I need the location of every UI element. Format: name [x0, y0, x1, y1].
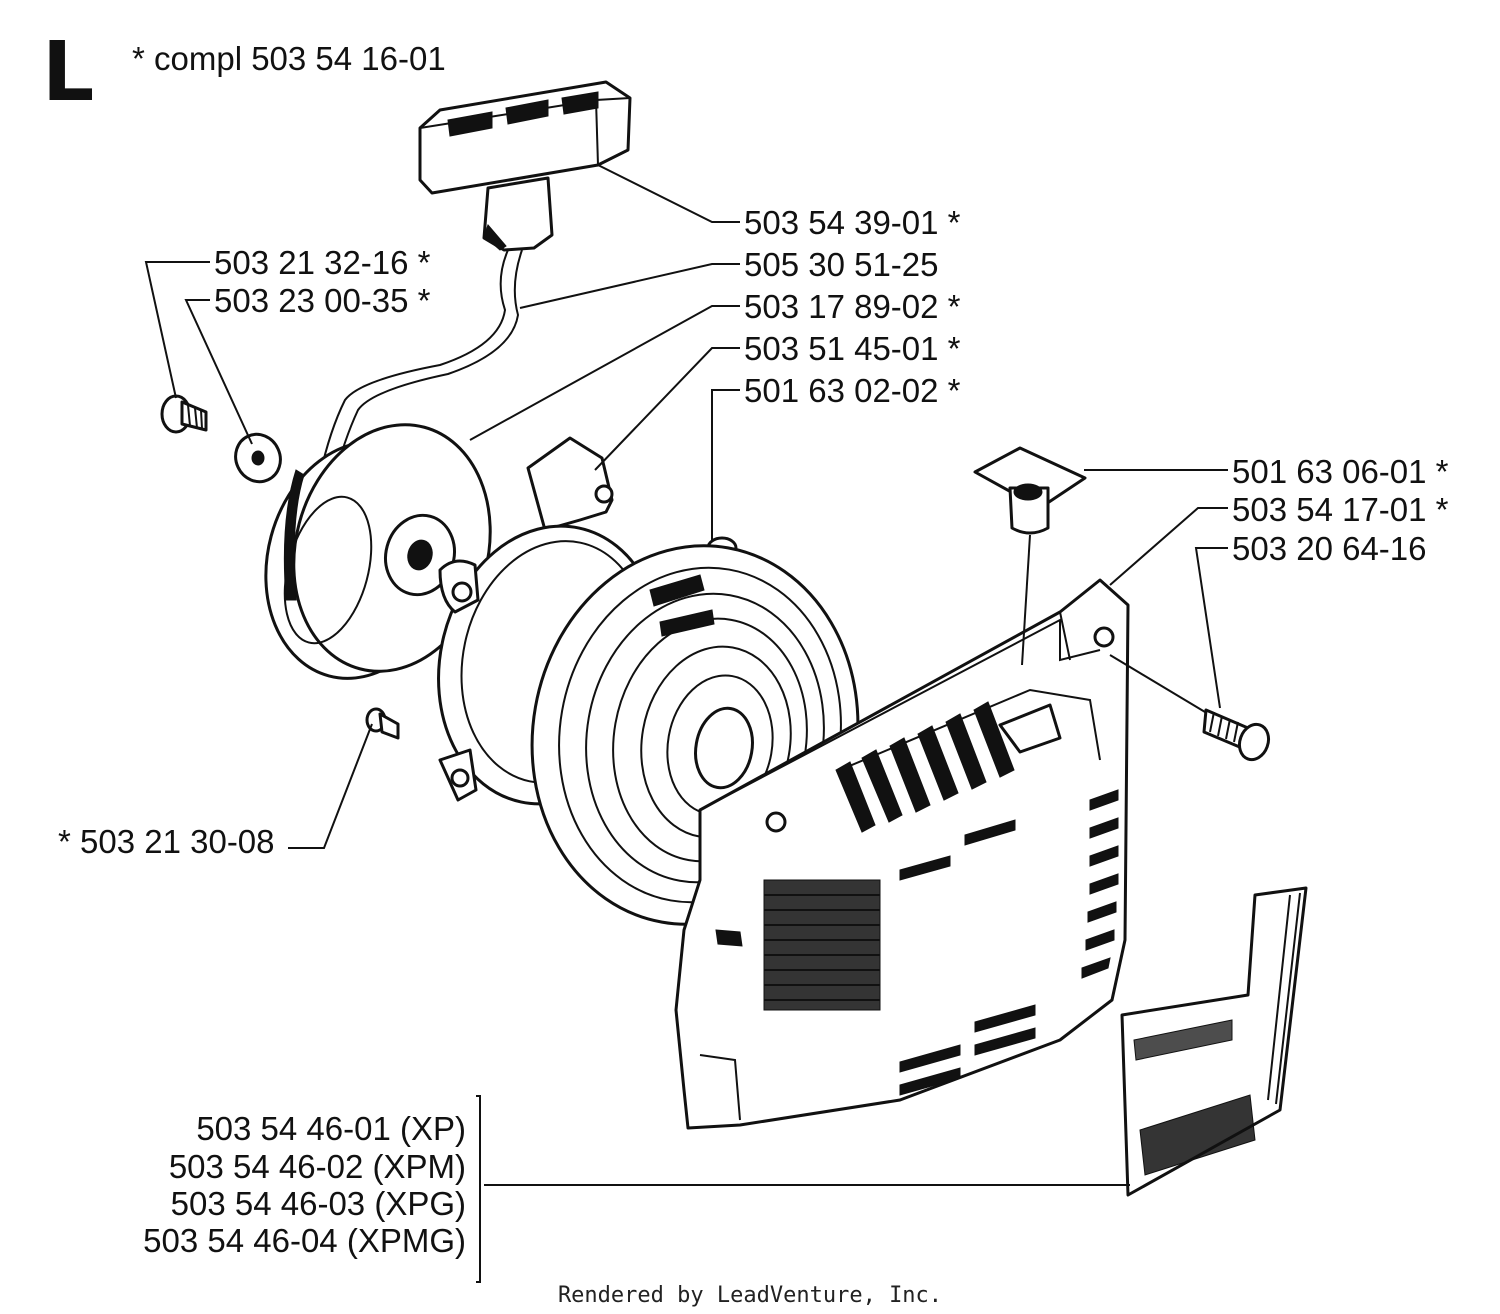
footer-credit: Rendered by LeadVenture, Inc.	[558, 1283, 942, 1308]
decal-option: 503 54 46-01 (XP)	[196, 1110, 466, 1147]
leader-starter-housing	[1109, 507, 1228, 586]
center-screw-drawing	[160, 394, 208, 434]
label-spring-cassette: 503 51 45-01 *	[744, 330, 961, 367]
decal-option: 503 54 46-02 (XPM)	[169, 1148, 466, 1185]
label-starter-housing: 503 54 17-01 *	[1232, 491, 1449, 528]
decal-option: 503 54 46-03 (XPG)	[171, 1185, 466, 1222]
label-start-handle: 503 54 39-01 *	[744, 204, 961, 241]
leader-center-screw	[144, 261, 210, 399]
complete-assembly-note: * compl 503 54 16-01	[132, 40, 446, 77]
leader-cassette-screw	[288, 723, 373, 849]
label-center-screw: 503 21 32-16 *	[214, 244, 431, 281]
rope-pulley-drawing	[264, 423, 492, 680]
decal-drawing	[1120, 886, 1308, 1197]
leader-recoil-spring	[711, 389, 740, 540]
label-rope-pulley: 503 17 89-02 *	[744, 288, 961, 325]
leader-start-handle	[597, 164, 740, 223]
label-rope-guide: 501 63 06-01 *	[1232, 453, 1449, 490]
start-handle-drawing	[418, 80, 632, 252]
label-washer: 503 23 00-35 *	[214, 282, 431, 319]
leader-housing-screw	[1194, 547, 1228, 709]
section-letter: L	[42, 25, 94, 120]
leader-starter-rope	[519, 263, 740, 309]
label-starter-rope: 505 30 51-25	[744, 246, 939, 283]
cassette-screw-drawing	[365, 707, 400, 740]
label-housing-screw: 503 20 64-16	[1232, 530, 1427, 567]
decal-option: 503 54 46-04 (XPMG)	[143, 1222, 466, 1259]
rope-guide-drawing	[973, 446, 1087, 535]
leader-rope-guide-down	[1021, 534, 1031, 666]
washer-drawing	[234, 432, 282, 484]
decal-bracket	[476, 1095, 481, 1283]
label-recoil-spring: 501 63 02-02 *	[744, 372, 961, 409]
leader-washer	[184, 299, 253, 445]
starter-rope-drawing	[319, 249, 509, 476]
starter-housing-drawing	[674, 578, 1130, 1130]
housing-screw-drawing	[1202, 708, 1271, 762]
leader-rope-pulley	[469, 305, 740, 441]
leader-spring-cassette	[594, 347, 740, 471]
leader-housing-screw-dash	[1109, 654, 1206, 713]
label-cassette-screw: * 503 21 30-08	[58, 823, 275, 860]
